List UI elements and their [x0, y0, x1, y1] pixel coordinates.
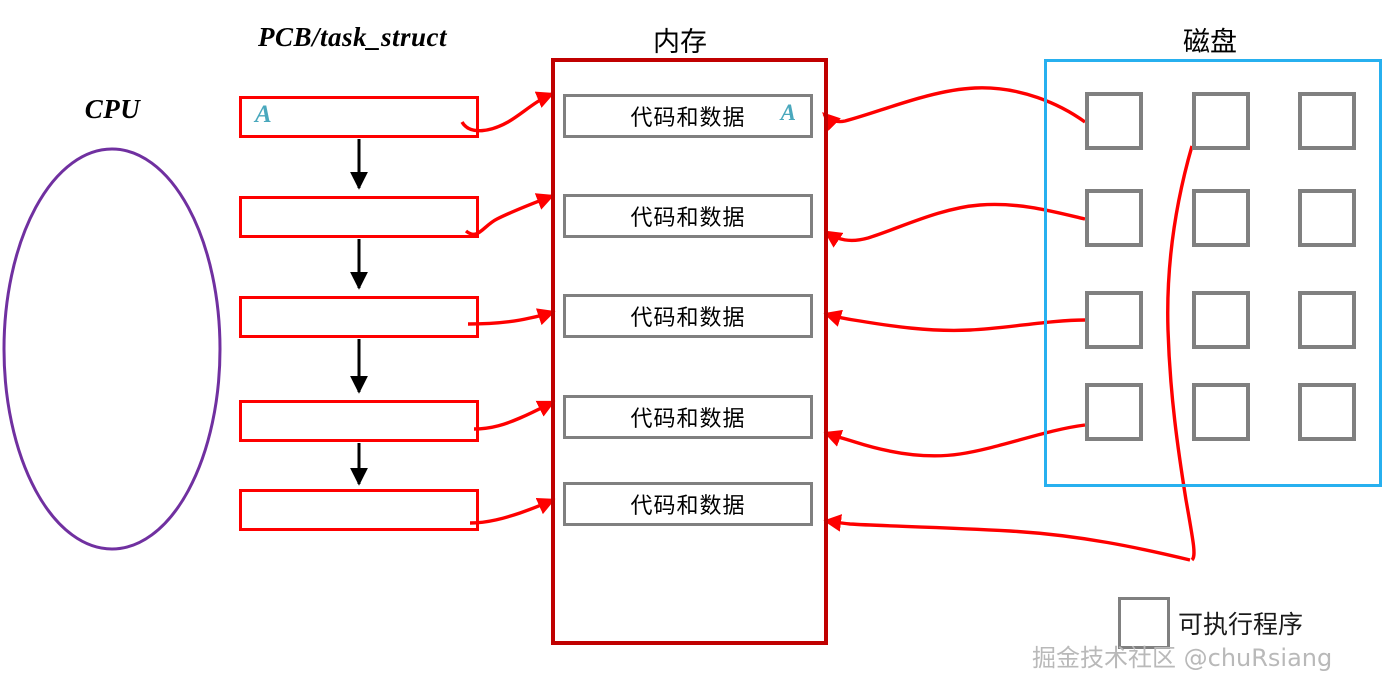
pcb-block-label: A	[255, 101, 272, 128]
memory-block-label: 代码和数据	[630, 306, 746, 331]
cpu-title: CPU	[84, 94, 141, 124]
disk-cell[interactable]	[1192, 383, 1250, 441]
disk-container	[1044, 59, 1382, 487]
disk-cell[interactable]	[1085, 92, 1143, 150]
disk-cell[interactable]	[1085, 383, 1143, 441]
disk-cell[interactable]	[1085, 291, 1143, 349]
memory-block[interactable]: 代码和数据 A	[563, 94, 813, 138]
pcb-block[interactable]	[239, 489, 479, 531]
disk-cell[interactable]	[1298, 383, 1356, 441]
legend: 可执行程序	[1118, 597, 1303, 649]
disk-title: 磁盘	[1183, 27, 1237, 58]
pcb-block[interactable]	[239, 196, 479, 238]
memory-title: 内存	[653, 27, 707, 58]
disk-cell[interactable]	[1192, 291, 1250, 349]
disk-cell[interactable]	[1192, 189, 1250, 247]
watermark: 掘金技术社区 @chuRsiang	[1032, 644, 1333, 672]
disk-cell[interactable]	[1298, 291, 1356, 349]
memory-block[interactable]: 代码和数据	[563, 194, 813, 238]
pcb-to-memory-link-4	[473, 400, 556, 431]
pcb-block[interactable]	[239, 296, 479, 338]
disk-cell[interactable]	[1192, 92, 1250, 150]
disk-to-memory-link-5	[823, 514, 1191, 562]
pcb-to-memory-link-3	[467, 308, 556, 326]
memory-block[interactable]: 代码和数据	[563, 482, 813, 526]
memory-block-label: 代码和数据	[630, 407, 746, 432]
memory-block-label: 代码和数据	[630, 206, 746, 231]
memory-block-label: 代码和数据	[630, 106, 746, 131]
executable-program-swatch	[1118, 597, 1170, 649]
disk-cell[interactable]	[1298, 92, 1356, 150]
pcb-block[interactable]: A	[239, 96, 479, 138]
disk-cell[interactable]	[1298, 189, 1356, 247]
memory-block[interactable]: 代码和数据	[563, 395, 813, 439]
pcb-title: PCB/task_struct	[257, 22, 448, 52]
pcb-to-memory-link-5	[469, 498, 556, 525]
legend-label: 可执行程序	[1178, 610, 1304, 639]
memory-block-tag: A	[780, 100, 796, 125]
memory-block[interactable]: 代码和数据	[563, 294, 813, 338]
memory-block-label: 代码和数据	[630, 494, 746, 519]
memory-container	[551, 58, 828, 645]
pcb-block[interactable]	[239, 400, 479, 442]
disk-cell[interactable]	[1085, 189, 1143, 247]
cpu-ellipse	[2, 147, 222, 551]
